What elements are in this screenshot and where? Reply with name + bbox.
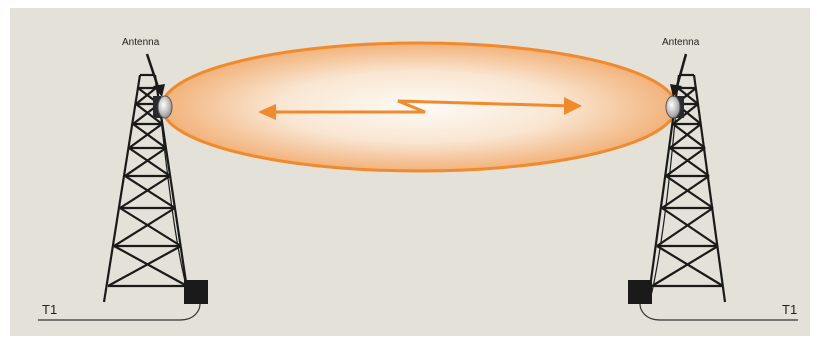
left-equipment-box — [184, 280, 208, 304]
right-equipment-box — [628, 280, 652, 304]
right-antenna-dish — [666, 96, 684, 118]
left-antenna-dish — [153, 96, 172, 118]
antenna-label-right: Antenna — [662, 37, 700, 48]
t1-label-left: T1 — [42, 302, 57, 317]
antenna-label-left: Antenna — [122, 37, 160, 48]
t1-label-right: T1 — [782, 302, 797, 317]
signal-beam — [162, 43, 676, 171]
